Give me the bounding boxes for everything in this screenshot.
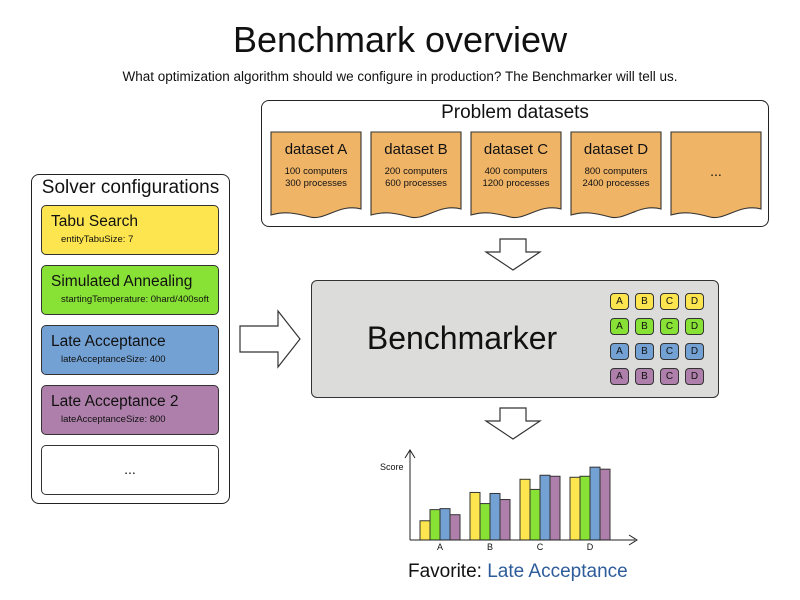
score-bar-chart: A B C D Score [380,449,638,552]
benchmarker-label: Benchmarker [366,320,558,356]
chart-x-tick-label: A [437,542,443,552]
document-shape [670,131,762,219]
benchmark-cell: C [660,368,679,385]
chart-bar [479,503,491,541]
document-shape [570,131,662,219]
favorite-value: Late Acceptance [487,561,628,582]
page-subtitle: What optimization algorithm should we co… [122,69,678,84]
dataset-computers: 800 computers [584,166,648,177]
dataset-processes: 2400 processes [582,178,650,189]
dataset-processes: 300 processes [285,178,347,189]
chart-x-tick-label: C [537,542,544,552]
benchmark-cell: A [610,318,629,335]
dataset-more: ... [710,163,722,179]
favorite-label: Favorite: [408,561,482,582]
chart-bar [589,466,601,541]
dataset-name: dataset D [583,141,649,158]
chart-bar [499,499,511,541]
benchmark-cell: C [660,343,679,360]
dataset-document: ... [670,131,762,223]
chart-bar [579,475,591,541]
favorite-line: Favorite: Late Acceptance [408,560,628,584]
solver-property: lateAcceptanceSize: 400 [61,354,166,365]
benchmark-cell: A [610,293,629,310]
solver-name: Late Acceptance [51,333,166,350]
benchmark-cell: A [610,368,629,385]
benchmark-cell: D [685,318,704,335]
solver-property: entityTabuSize: 7 [61,234,134,245]
document-shape [470,131,562,219]
dataset-computers: 100 computers [284,166,348,177]
solver-config-box: Tabu Search entityTabuSize: 7 [41,205,219,255]
dataset-processes: 1200 processes [482,178,550,189]
chart-bar [529,488,541,541]
solver-configurations-title: Solver configurations [41,177,220,198]
chart-bar [549,475,561,541]
chart-bar [599,468,611,541]
benchmark-cell: B [635,343,654,360]
chart-bar [489,492,501,541]
solver-more: ... [124,461,136,477]
benchmark-cell: B [635,368,654,385]
chart-bar [539,474,551,541]
page-title: Benchmark overview [232,19,568,60]
dataset-processes: 600 processes [385,178,447,189]
benchmark-cell: B [635,318,654,335]
problem-datasets-title: Problem datasets [441,102,589,123]
benchmark-cell: B [635,293,654,310]
solver-config-box: ... [41,445,219,495]
document-shape [270,131,362,219]
solver-name: Tabu Search [51,213,139,230]
benchmark-cell: D [685,368,704,385]
right-arrow-icon [239,309,301,369]
chart-bar [429,509,441,541]
chart-bar [419,520,431,541]
benchmark-cell: D [685,293,704,310]
chart-y-axis-arrow-icon [404,449,416,459]
solver-property: lateAcceptanceSize: 800 [61,414,166,425]
dataset-computers: 400 computers [484,166,548,177]
chart-bar [449,514,461,541]
chart-x-axis-arrow-icon [628,534,638,546]
benchmark-cell: C [660,318,679,335]
chart-bar [569,476,581,541]
down-arrow-icon [484,407,542,440]
benchmark-cell: C [660,293,679,310]
solver-config-box: Simulated Annealing startingTemperature: … [41,265,219,315]
chart-x-tick-label: B [487,542,493,552]
dataset-name: dataset C [483,141,549,158]
benchmark-cell: A [610,343,629,360]
solver-configurations-panel: Solver configurations Tabu Search entityT… [31,174,230,504]
solver-name: Simulated Annealing [51,273,193,290]
chart-bar [469,491,481,541]
solver-property: startingTemperature: 0hard/400soft [61,294,209,305]
chart-bar [439,508,451,541]
dataset-computers: 200 computers [384,166,448,177]
solver-config-box: Late Acceptance 2 lateAcceptanceSize: 800 [41,385,219,435]
benchmark-cell: D [685,343,704,360]
down-arrow-icon [484,238,542,271]
dataset-name: dataset B [384,141,448,158]
dataset-name: dataset A [284,141,348,158]
solver-name: Late Acceptance 2 [51,393,179,410]
chart-bar [519,478,531,541]
chart-y-axis-label: Score [380,462,404,472]
document-shape [370,131,462,219]
chart-x-tick-label: D [587,542,594,552]
solver-config-box: Late Acceptance lateAcceptanceSize: 400 [41,325,219,375]
